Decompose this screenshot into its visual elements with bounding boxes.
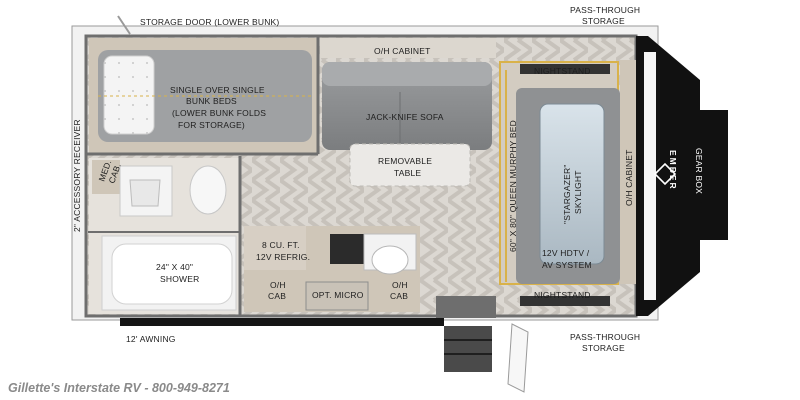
label-oh-cab-right-1: O/H [392, 280, 408, 290]
label-nightstand-bottom: NIGHTSTAND [534, 290, 591, 300]
label-pass-through-bottom-2: STORAGE [582, 343, 625, 353]
label-gear-box: GEAR BOX [694, 148, 704, 194]
nightstand-top-shape [520, 64, 610, 74]
label-shower-2: SHOWER [160, 274, 199, 284]
toilet [189, 165, 227, 215]
entry-door [436, 296, 496, 318]
nightstand-bottom-shape [520, 296, 610, 306]
label-pass-through-top-1: PASS-THROUGH [570, 5, 640, 15]
door-swing [507, 323, 529, 393]
fridge [244, 226, 306, 270]
label-shower-1: 24" X 40" [156, 262, 193, 272]
label-oh-cab-left-1: O/H [270, 280, 286, 290]
entry-steps [444, 326, 492, 372]
label-skylight-2: SKYLIGHT [573, 170, 583, 214]
front-window [644, 52, 656, 300]
med-cab [92, 160, 120, 194]
ember-logo-icon [653, 162, 677, 186]
label-bunk-3: (LOWER BUNK FOLDS [172, 108, 266, 118]
kitchen-sink-icon [371, 245, 409, 275]
label-opt-micro: OPT. MICRO [312, 290, 364, 300]
label-oh-cab-left-2: CAB [268, 291, 286, 301]
oh-cabinet-right [620, 60, 636, 284]
label-hdtv-1: 12V HDTV / [542, 248, 590, 258]
gear-box [650, 110, 728, 240]
label-brand: EMBER [668, 150, 678, 191]
awning-bar [120, 318, 444, 326]
cooktop [330, 234, 364, 264]
label-table-2: TABLE [394, 168, 421, 178]
removable-table [349, 143, 471, 187]
bunk-pillow [103, 55, 155, 135]
footer-dealer: Gillette's Interstate RV - 800-949-8271 [8, 381, 230, 395]
skylight [539, 103, 605, 265]
label-refrig-2: 12V REFRIG. [256, 252, 310, 262]
oh-cabinet-top [320, 38, 496, 58]
storage-door-icon [117, 15, 131, 35]
label-pass-through-bottom-1: PASS-THROUGH [570, 332, 640, 342]
label-nightstand-top: NIGHTSTAND [534, 66, 591, 76]
label-pass-through-top-2: STORAGE [582, 16, 625, 26]
label-oh-cabinet-right: O/H CABINET [624, 149, 634, 206]
label-sofa: JACK-KNIFE SOFA [366, 112, 444, 122]
label-awning: 12' AWNING [126, 334, 176, 344]
label-oh-cabinet-top: O/H CABINET [374, 46, 431, 56]
label-murphy-bed: 60" X 80" QUEEN MURPHY BED [508, 120, 518, 252]
label-bunk-2: BUNK BEDS [186, 96, 237, 106]
opt-micro [305, 281, 369, 311]
label-table-1: REMOVABLE [378, 156, 432, 166]
label-storage-door: STORAGE DOOR (LOWER BUNK) [140, 17, 279, 27]
label-bunk-1: SINGLE OVER SINGLE [170, 85, 265, 95]
label-refrig-1: 8 CU. FT. [262, 240, 300, 250]
label-hdtv-2: AV SYSTEM [542, 260, 592, 270]
label-oh-cab-right-2: CAB [390, 291, 408, 301]
label-skylight-1: "STARGAZER" [562, 164, 572, 224]
sink-icon [129, 179, 161, 207]
label-accessory-receiver: 2" ACCESSORY RECEIVER [72, 119, 82, 232]
label-bunk-4: FOR STORAGE) [178, 120, 245, 130]
